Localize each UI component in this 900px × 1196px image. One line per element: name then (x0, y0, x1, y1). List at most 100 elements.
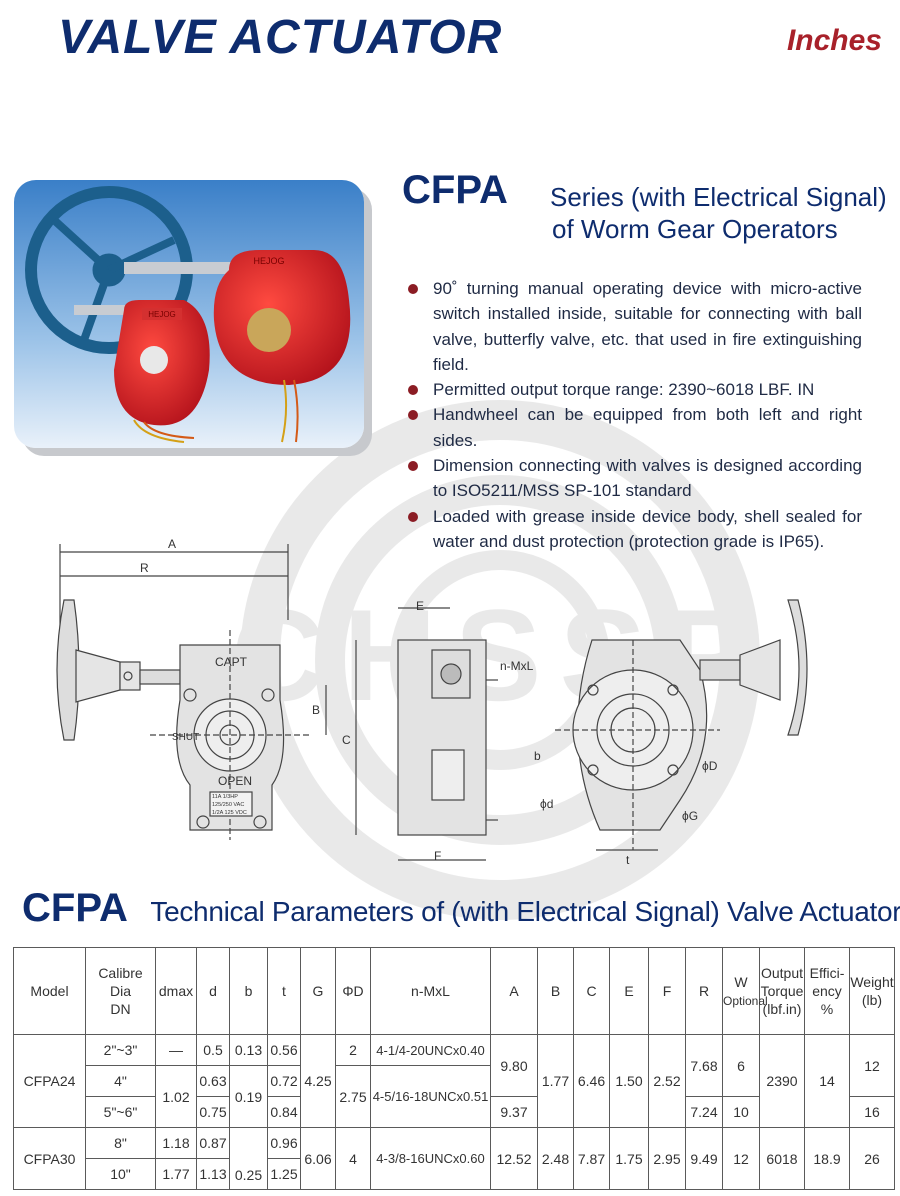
table-cell: 6.46 (573, 1034, 610, 1128)
series-code: CFPA (402, 168, 508, 212)
dim-A-label: A (168, 537, 176, 551)
table-cell: — (155, 1034, 197, 1066)
parameters-title: Technical Parameters of (with Electrical… (150, 896, 900, 927)
table-cell: 1.02 (155, 1065, 197, 1128)
table-cell: 9.37 (490, 1096, 538, 1128)
table-cell: 0.87 (196, 1127, 230, 1159)
table-cell: 8" (85, 1127, 156, 1159)
table-cell: 12.52 (490, 1127, 538, 1190)
svg-text:125/250 VAC: 125/250 VAC (212, 802, 244, 808)
dim-d-label: ϕd (540, 797, 553, 811)
table-cell: 2.48 (537, 1127, 574, 1190)
table-cell: 4-1/4-20UNCx0.40 (370, 1034, 491, 1066)
side-view: E F (397, 599, 498, 863)
dim-E-label: E (416, 599, 424, 613)
dim-t-label: t (626, 853, 630, 867)
table-cell: 6018 (759, 1127, 805, 1190)
parameters-heading: CFPA Technical Parameters of (with Elect… (22, 886, 900, 931)
front-view: A R CAPT SHUT OPEN 11A 1/3HP 125/250 VAC… (56, 537, 357, 840)
bullet-icon (408, 385, 418, 396)
table-cell: 0.56 (267, 1034, 301, 1066)
col-header: d (196, 947, 230, 1035)
table-cell: 14 (804, 1034, 850, 1128)
col-header: G (300, 947, 336, 1035)
col-header: Effici-ency% (804, 947, 850, 1035)
table-cell: 0.84 (267, 1096, 301, 1128)
bullet-icon (408, 410, 418, 421)
table-cell: 4-5/16-18UNCx0.51 (370, 1065, 491, 1128)
table-cell: 12 (849, 1034, 895, 1097)
svg-text:HEJOG: HEJOG (148, 310, 176, 319)
table-cell: 1.50 (609, 1034, 649, 1128)
table-cell: 2.75 (335, 1065, 371, 1128)
table-cell: 1.77 (537, 1034, 574, 1128)
feature-item: Permitted output torque range: 2390~6018… (406, 377, 862, 402)
table-cell: 9.80 (490, 1034, 538, 1097)
svg-text:11A 1/3HP: 11A 1/3HP (212, 794, 238, 800)
table-cell: 0.75 (196, 1096, 230, 1128)
table-cell: 26 (849, 1127, 895, 1190)
col-header: t (267, 947, 301, 1035)
shut-label: SHUT (172, 732, 199, 743)
table-cell: 1.25 (267, 1158, 301, 1190)
table-cell: 6 (722, 1034, 760, 1097)
table-cell: 2390 (759, 1034, 805, 1128)
table-cell: 2.52 (648, 1034, 686, 1128)
table-cell: 10" (85, 1158, 156, 1190)
technical-drawing: A R CAPT SHUT OPEN 11A 1/3HP 125/250 VAC… (56, 537, 808, 867)
col-header: n-MxL (370, 947, 491, 1035)
feature-item: Handwheel can be equipped from both left… (406, 402, 862, 453)
table-row: 4" 1.02 0.63 0.19 0.72 2.75 4-5/16-18UNC… (14, 1065, 895, 1128)
table-cell: 7.24 (685, 1096, 723, 1128)
dim-F-label: F (434, 849, 441, 863)
svg-text:HEJOG: HEJOG (253, 256, 284, 266)
feature-list: 90˚ turning manual operating device with… (406, 276, 862, 554)
dim-C-label: C (342, 733, 351, 747)
dim-G-label: ϕG (682, 809, 698, 823)
table-cell: 5"~6" (85, 1096, 156, 1128)
dim-R-label: R (140, 561, 149, 575)
table-cell: 0.5 (196, 1034, 230, 1066)
table-row: CFPA24 2"~3" — 0.5 0.13 0.56 4.25 2 4-1/… (13, 1034, 895, 1128)
table-cell: 1.13 (196, 1158, 230, 1190)
dim-B-label: B (312, 703, 320, 717)
table-row: 10" 1.77 1.13 1.25 (14, 1158, 895, 1190)
table-cell: 2.95 (648, 1127, 686, 1190)
model-cell: CFPA24 (13, 1034, 86, 1128)
col-header: Model (13, 947, 86, 1035)
col-header: ΦD (335, 947, 371, 1035)
large-actuator-image: HEJOG (213, 250, 351, 385)
table-cell: 0.13 (229, 1034, 268, 1066)
table-cell: 1.77 (155, 1158, 197, 1190)
table-cell: 0.19 (229, 1065, 268, 1128)
feature-item: 90˚ turning manual operating device with… (406, 276, 862, 377)
units-label: Inches (786, 24, 882, 57)
bullet-icon (408, 511, 418, 522)
col-header: dmax (155, 947, 197, 1035)
col-header: R (685, 947, 723, 1035)
open-label: OPEN (218, 774, 252, 788)
col-header: E (609, 947, 649, 1035)
feature-item: Loaded with grease inside device body, s… (406, 504, 862, 555)
table-cell: 2"~3" (85, 1034, 156, 1066)
col-header: A (490, 947, 538, 1035)
table-cell: 4-3/8-16UNCx0.60 (370, 1127, 491, 1190)
table-cell: 10 (722, 1096, 760, 1128)
bullet-icon (408, 284, 418, 294)
table-cell: 12 (722, 1127, 760, 1190)
table-cell: 0.25 (229, 1127, 268, 1190)
model-cell: CFPA30 (13, 1127, 86, 1190)
table-cell: 7.68 (685, 1034, 723, 1097)
table-row: 5"~6" 0.75 0.84 9.37 7.24 10 16 (14, 1096, 895, 1128)
back-view: n-MxL b ϕd ϕD ϕG t (500, 599, 808, 867)
table-cell: 4" (85, 1065, 156, 1097)
table-cell: 0.63 (196, 1065, 230, 1097)
page-title: VALVE ACTUATOR (58, 11, 503, 64)
capt-label: CAPT (215, 655, 248, 669)
col-header: F (648, 947, 686, 1035)
feature-item: Dimension connecting with valves is desi… (406, 453, 862, 504)
